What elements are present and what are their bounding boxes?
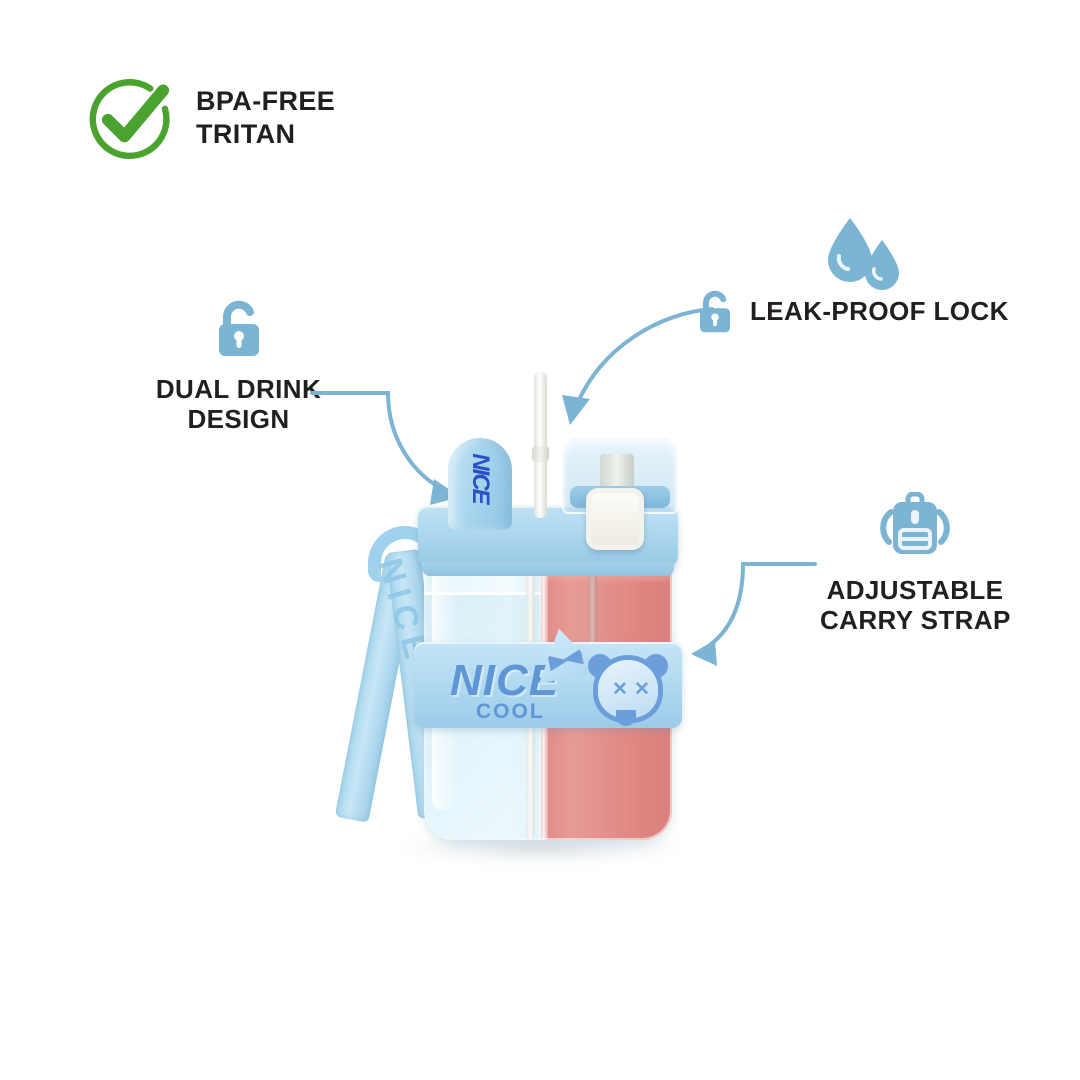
arrow-leak-proof xyxy=(562,307,714,425)
carry-strap-line-2: CARRY STRAP xyxy=(820,604,1011,635)
carry-strap-label: ADJUSTABLE CARRY STRAP xyxy=(820,575,1011,635)
water-level-line xyxy=(424,592,541,595)
bpa-line-1: BPA-FREE xyxy=(196,86,336,117)
inner-straw-right xyxy=(587,548,597,668)
padlock-icon xyxy=(218,300,259,356)
band-brand-text: NICE xyxy=(450,656,560,705)
dual-drink-label: DUAL DRINK DESIGN xyxy=(126,374,351,434)
leak-proof-lock-button[interactable] xyxy=(586,488,644,550)
lid-lip xyxy=(422,562,674,576)
check-circle-icon xyxy=(89,79,170,159)
feature-leak-proof-lock: LEAK-PROOF LOCK xyxy=(694,218,1009,336)
product-water-bottle: NICE NICE NICE COOL xyxy=(334,372,738,900)
bear-eye-right: ✕ xyxy=(634,679,650,700)
band-sub-text: COOL xyxy=(476,700,545,723)
bear-eye-left: ✕ xyxy=(612,679,628,700)
leak-proof-label: LEAK-PROOF LOCK xyxy=(750,296,1009,327)
bear-head xyxy=(598,660,658,718)
padlock-icon xyxy=(700,290,730,333)
dual-drink-line-2: DESIGN xyxy=(187,403,290,434)
bear-face-patch: ✕ ✕ xyxy=(588,654,668,726)
bear-drip xyxy=(616,710,636,726)
water-drops-icon xyxy=(828,218,899,290)
arrow-carry-strap xyxy=(691,562,817,666)
silicone-brand-band: NICE COOL ✕ ✕ xyxy=(414,642,682,728)
feature-adjustable-carry-strap: ADJUSTABLE CARRY STRAP xyxy=(820,490,1010,635)
straw-cap: NICE xyxy=(448,438,512,530)
drinking-straw xyxy=(532,372,549,518)
bpa-line-2: TRITAN xyxy=(196,119,296,149)
leak-proof-row: LEAK-PROOF LOCK xyxy=(694,288,1009,336)
charm-bow-shape xyxy=(547,649,584,672)
spout-dome-cover xyxy=(562,438,678,514)
carry-strap-icon-wrap xyxy=(820,490,1010,556)
feature-dual-drink-design: DUAL DRINK DESIGN xyxy=(126,298,351,434)
dual-drink-line-1: DUAL DRINK xyxy=(155,374,322,404)
cap-graffiti-mark: NICE xyxy=(467,453,494,503)
feature-bpa-free: BPA-FREE TRITAN xyxy=(84,72,335,164)
bpa-free-label: BPA-FREE TRITAN xyxy=(196,85,335,151)
backpack-icon xyxy=(880,492,950,554)
straw-joint xyxy=(532,446,549,462)
carry-strap-line-1: ADJUSTABLE xyxy=(826,575,1004,605)
dual-drink-icon-wrap xyxy=(126,298,351,360)
